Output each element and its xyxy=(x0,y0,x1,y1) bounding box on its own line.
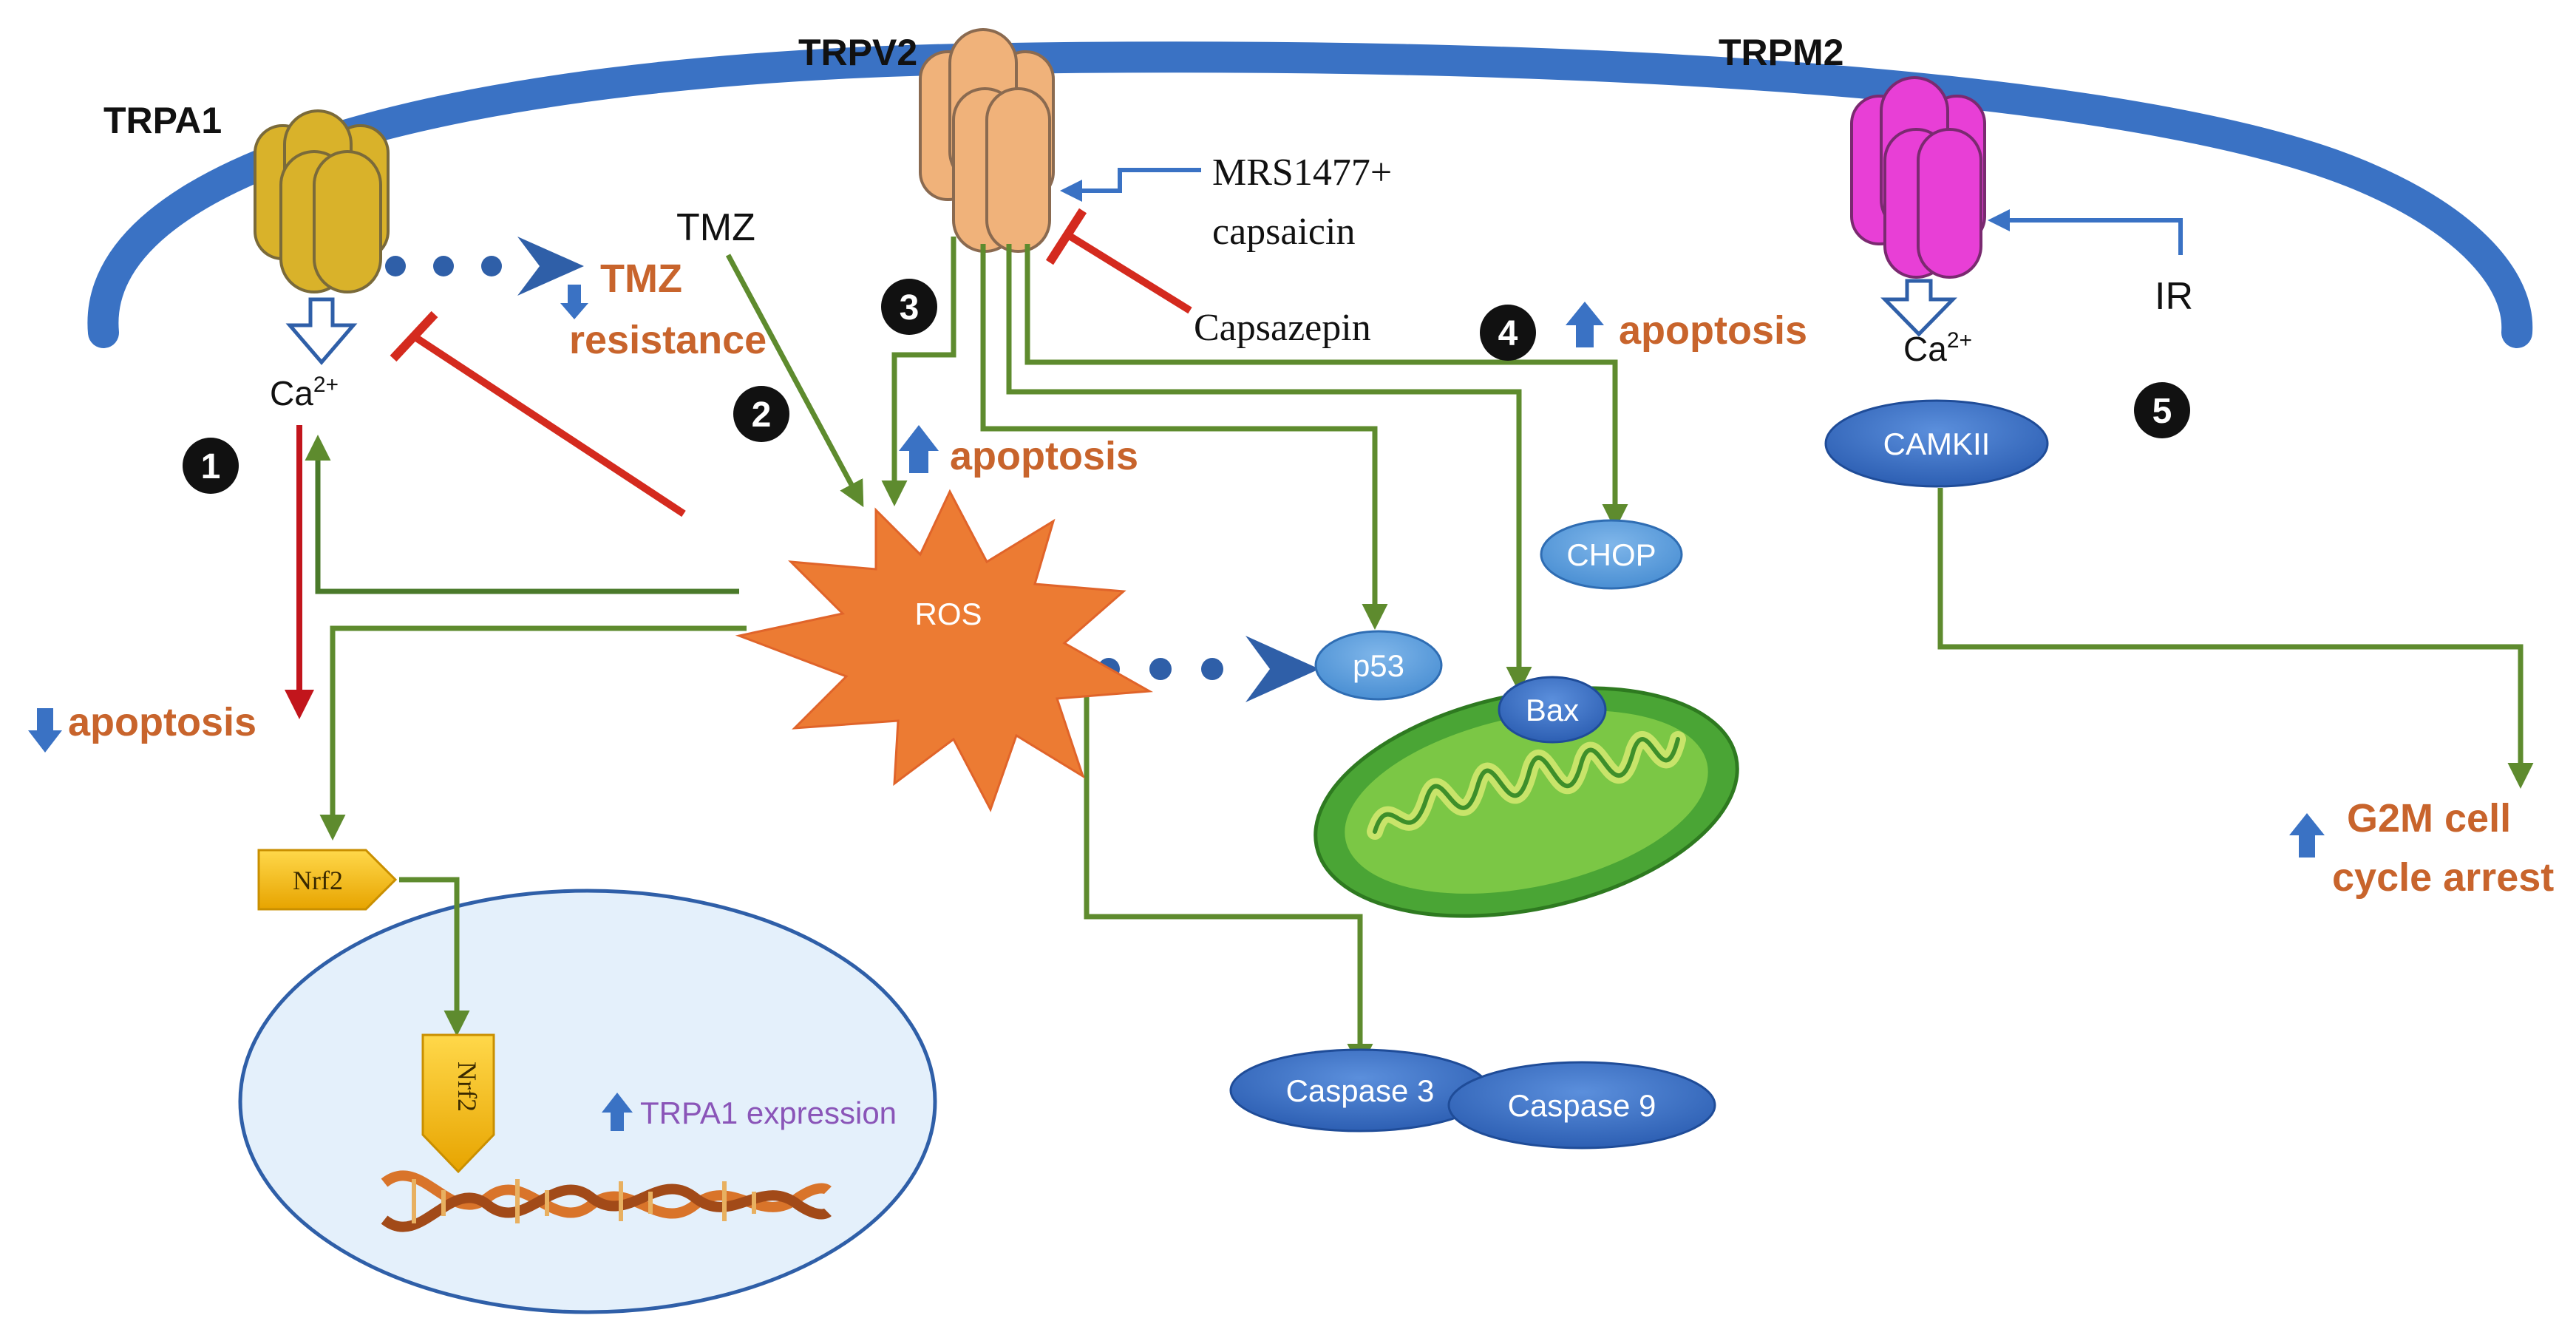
step-2-badge: 2 xyxy=(733,386,789,442)
caspase3-node: Caspase 3 xyxy=(1229,1048,1491,1132)
trpv2-to-p53-arrow xyxy=(980,244,1388,630)
ir-to-trpm2-arrow xyxy=(1988,209,2183,255)
g2m-line1: G2M cell xyxy=(2347,796,2511,841)
camkii-label: CAMKII xyxy=(1883,427,1991,461)
step4-apoptosis-text: apoptosis xyxy=(1619,308,1807,353)
up-arrow-icon xyxy=(2289,813,2325,858)
ros-inhibits-trpa1-bar xyxy=(390,310,438,362)
nrf2-to-nucleus-arrow xyxy=(399,877,470,1036)
bax-node: Bax xyxy=(1498,676,1607,744)
trpv2-channel-icon xyxy=(919,28,1055,253)
mitochondrion-icon xyxy=(1314,686,1739,918)
nrf2-cytoplasm-tag: Nrf2 xyxy=(257,849,398,911)
ros-to-calcium-arrow xyxy=(305,435,739,594)
trpm2-channel-icon xyxy=(1850,76,1986,279)
down-arrow-icon xyxy=(560,285,588,319)
bax-label: Bax xyxy=(1526,693,1579,727)
trpa1-expression-text: TRPA1 expression xyxy=(640,1096,897,1130)
mrs1477-line1: MRS1477+ xyxy=(1212,152,1392,194)
tmz-to-ros-arrow xyxy=(725,254,864,508)
trpm2-label: TRPM2 xyxy=(1719,32,1843,73)
trpv2-label: TRPV2 xyxy=(798,32,917,73)
capsazepin-label: Capsazepin xyxy=(1194,307,1371,349)
trpv2-to-ros-arrow xyxy=(881,237,956,506)
ros-inhibits-trpa1-line xyxy=(412,333,686,517)
ir-label: IR xyxy=(2155,275,2193,318)
ros-label: ROS xyxy=(914,597,982,631)
trpm2-calcium-influx-arrow xyxy=(1880,279,1957,337)
nrf2-nucleus-tag: Nrf2 xyxy=(421,1033,495,1174)
camkii-node: CAMKII xyxy=(1824,399,2049,488)
p53-node: p53 xyxy=(1314,630,1443,701)
trpv2-to-chop-arrow xyxy=(1024,244,1628,530)
trpa1-calcium-label: Ca2+ xyxy=(270,373,339,412)
step-4-badge: 4 xyxy=(1480,305,1536,361)
caspase3-label: Caspase 3 xyxy=(1286,1073,1435,1108)
svg-text:3: 3 xyxy=(900,288,920,327)
tmz-resistance-line2: resistance xyxy=(569,318,767,362)
g2m-line2: cycle arrest xyxy=(2332,855,2554,900)
trpm2-calcium-label: Ca2+ xyxy=(1903,328,1972,368)
trpa1-to-tmz-resistance-dotted-arrow xyxy=(385,237,584,296)
up-arrow-icon xyxy=(602,1093,633,1131)
step-5-badge: 5 xyxy=(2134,382,2190,438)
chop-label: CHOP xyxy=(1566,537,1656,572)
mrs-to-trpv2-arrow xyxy=(1060,168,1201,202)
dna-helix-icon xyxy=(381,1170,832,1232)
ros-to-caspase-arrow xyxy=(1084,695,1373,1070)
mrs1477-line2: capsaicin xyxy=(1212,211,1355,253)
caspase9-label: Caspase 9 xyxy=(1508,1088,1656,1123)
step-1-badge: 1 xyxy=(183,438,239,494)
step-3-badge: 3 xyxy=(881,279,937,335)
trpa1-label: TRPA1 xyxy=(103,100,222,141)
ros-burst xyxy=(735,489,1154,812)
capsazepin-inhibits-trpv2-bar xyxy=(1045,208,1087,265)
up-arrow-icon xyxy=(1566,302,1604,347)
svg-text:2: 2 xyxy=(752,395,772,435)
down-arrow-icon xyxy=(28,708,62,753)
svg-text:1: 1 xyxy=(201,447,221,486)
tmz-label: TMZ xyxy=(676,206,755,249)
ros-to-nrf2-arrow xyxy=(319,625,747,841)
up-arrow-icon xyxy=(899,425,939,473)
trpv2-apoptosis-text: apoptosis xyxy=(950,434,1138,478)
svg-text:5: 5 xyxy=(2152,392,2172,431)
p53-label: p53 xyxy=(1353,648,1404,683)
trpa1-calcium-influx-arrow xyxy=(285,297,358,365)
caspase9-node: Caspase 9 xyxy=(1447,1061,1716,1149)
trpa1-channel-icon xyxy=(254,109,390,293)
decreased-apoptosis-text: apoptosis xyxy=(68,700,256,744)
nrf2-nucleus-label: Nrf2 xyxy=(452,1062,482,1112)
trpv2-to-bax-arrow xyxy=(1006,244,1532,693)
nrf2-label: Nrf2 xyxy=(293,866,343,895)
tmz-resistance-line1: TMZ xyxy=(600,257,682,301)
camkii-to-g2m-arrow xyxy=(1937,488,2534,789)
svg-text:4: 4 xyxy=(1498,314,1518,353)
chop-node: CHOP xyxy=(1540,519,1683,590)
capsazepin-inhibits-trpv2-line xyxy=(1066,231,1192,314)
